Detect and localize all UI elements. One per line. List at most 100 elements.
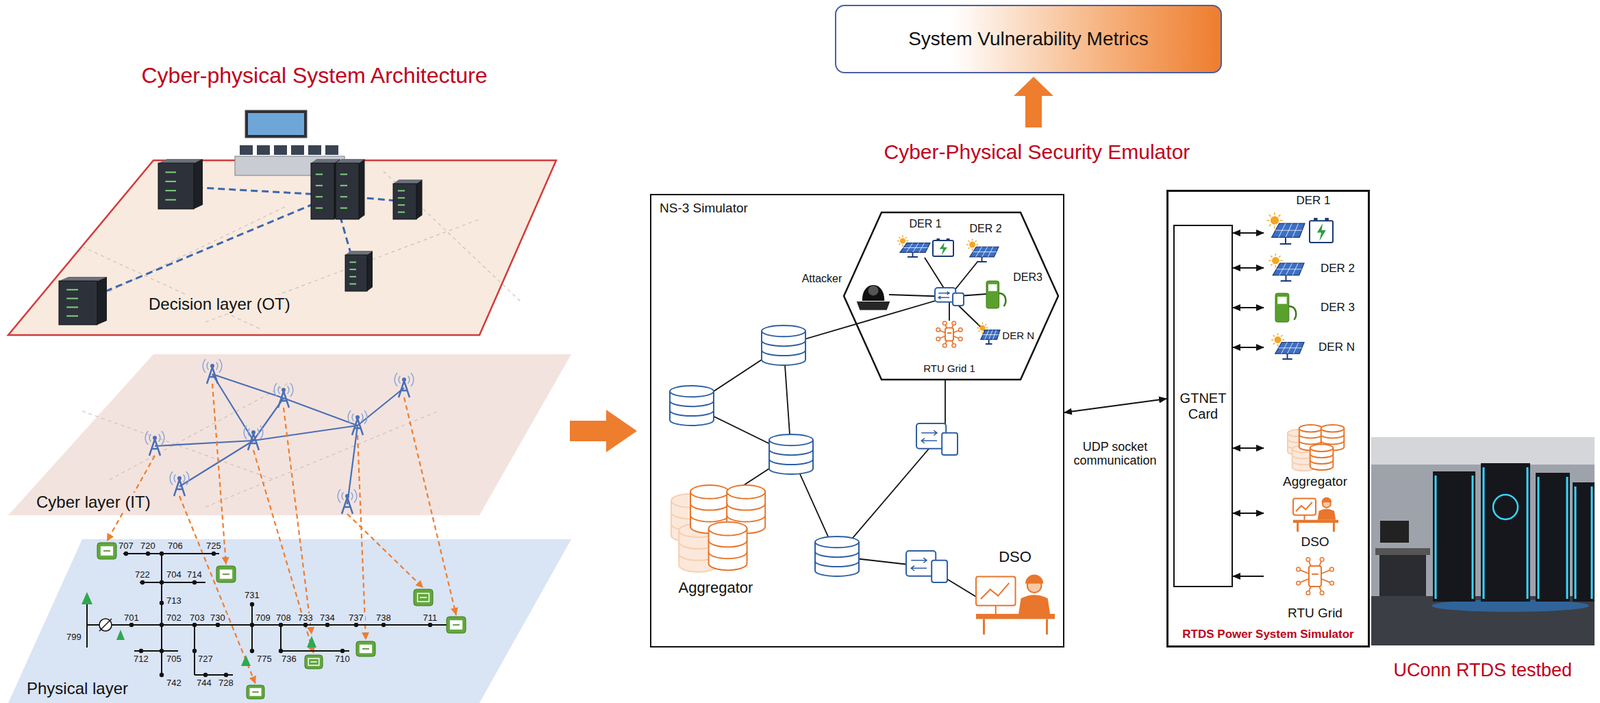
node-text: RTU Grid 1 xyxy=(923,362,976,374)
charger-screen xyxy=(988,284,998,292)
cyber-layer-plane: Cyber layer (IT) xyxy=(8,354,572,516)
label-anchor: 734 xyxy=(318,613,337,624)
node-text: Physical layer xyxy=(24,678,131,698)
feeder-line xyxy=(280,624,282,651)
bus-dot xyxy=(340,648,345,653)
sun-disc xyxy=(1274,336,1282,344)
photo-ceiling xyxy=(1371,436,1595,465)
dso-node: DSO xyxy=(1263,493,1367,550)
desk-leg xyxy=(1296,522,1299,532)
label-anchor: 703 xyxy=(188,613,207,624)
connector-arrow xyxy=(1232,346,1264,348)
sun-ray xyxy=(1277,332,1279,335)
rtu-screen xyxy=(947,332,952,334)
panel-base xyxy=(1280,280,1292,282)
desk-monitor xyxy=(239,145,253,155)
phone xyxy=(941,432,958,455)
network-link xyxy=(944,379,946,425)
der-device-icon xyxy=(216,565,236,583)
database-icon xyxy=(769,434,814,474)
simulator-frame: NS-3 SimulatorDER 1DER 2AttackerDER3DER … xyxy=(650,193,1065,648)
cylinder-top xyxy=(708,521,748,536)
bolt-symbol xyxy=(939,242,948,256)
video-screen xyxy=(247,113,305,135)
panel-grid xyxy=(982,334,999,335)
cylinder-ring xyxy=(708,551,748,559)
sun-ray xyxy=(1269,214,1272,217)
attacker-node: Attacker xyxy=(795,269,848,288)
sun-ray xyxy=(978,323,981,326)
label-anchor: 799 xyxy=(65,632,83,643)
panel-stand xyxy=(1284,236,1287,244)
cylinder-ring xyxy=(669,400,714,407)
sun-ray xyxy=(978,330,981,332)
sun-ray xyxy=(982,322,984,325)
operator-icon xyxy=(976,574,1055,635)
solar-panel-icon xyxy=(976,322,1000,344)
der-node: DER 3 xyxy=(1263,291,1364,324)
feeder-line xyxy=(86,623,447,626)
desk xyxy=(1293,519,1339,523)
layer-plane xyxy=(8,160,557,335)
cylinder-top xyxy=(726,484,766,499)
node-text: DSO xyxy=(1300,534,1329,550)
node-text: NS-3 Simulator xyxy=(659,200,748,216)
rtu-body xyxy=(945,327,954,341)
node-text: System Vulnerability Metrics xyxy=(908,28,1149,50)
node-text: Aggregator xyxy=(1282,473,1348,490)
terminal-device-icon xyxy=(934,287,964,306)
cylinder-ring xyxy=(726,515,766,522)
rack-body xyxy=(335,163,359,220)
bus-dot xyxy=(223,672,229,677)
bus-dot xyxy=(159,672,164,677)
monitor-stand xyxy=(1304,515,1306,520)
panel-grid xyxy=(903,247,929,248)
device-screen xyxy=(360,645,372,653)
desk-leg xyxy=(1045,618,1048,635)
bus-number: 775 xyxy=(255,654,274,665)
rtu-body xyxy=(1308,565,1322,587)
database-icon xyxy=(669,385,714,426)
cabinet-light xyxy=(1566,476,1569,599)
solar-panel-icon xyxy=(1266,212,1305,244)
bus-dot xyxy=(250,602,255,607)
bus-dot xyxy=(139,648,144,653)
panel-stand xyxy=(1284,275,1287,281)
panel-grid xyxy=(1276,268,1302,270)
cylinder-ring xyxy=(708,540,748,548)
rack-light xyxy=(165,171,177,173)
phone xyxy=(931,560,948,583)
sun-ray xyxy=(971,239,974,242)
solar-panel-icon xyxy=(1271,332,1305,359)
rack-light xyxy=(165,199,177,201)
charger-body xyxy=(986,280,1000,309)
sun-ray xyxy=(1268,260,1271,262)
node-text: Decision layer (OT) xyxy=(146,294,293,314)
connector-label: UDP socket communication xyxy=(1072,439,1159,468)
rtu-terminal xyxy=(942,321,947,326)
desk-monitor xyxy=(256,145,270,155)
photo-backdrop xyxy=(1371,436,1595,646)
operator-body xyxy=(1317,508,1336,520)
operator-body xyxy=(1018,594,1050,614)
bus-number: 704 xyxy=(165,569,183,581)
battery-body xyxy=(1309,220,1333,243)
cabinet-light xyxy=(1471,475,1474,599)
panel-base xyxy=(976,260,987,263)
cabinet-light xyxy=(1434,475,1437,599)
cylinder-top xyxy=(1299,424,1323,432)
rtu-terminal xyxy=(958,327,963,332)
video-wall xyxy=(245,110,307,138)
database-icon xyxy=(761,325,806,366)
label-anchor: 702 xyxy=(165,613,183,624)
sun-disc xyxy=(979,324,985,331)
panel-base xyxy=(907,256,918,258)
device-body xyxy=(246,684,265,699)
cylinder-ring xyxy=(815,560,859,567)
node-text: DER3 xyxy=(1013,271,1043,284)
connector-arrow xyxy=(1232,232,1264,234)
rtu-terminal xyxy=(1319,591,1324,596)
rack-side xyxy=(358,158,366,220)
desk-leg xyxy=(982,618,985,635)
